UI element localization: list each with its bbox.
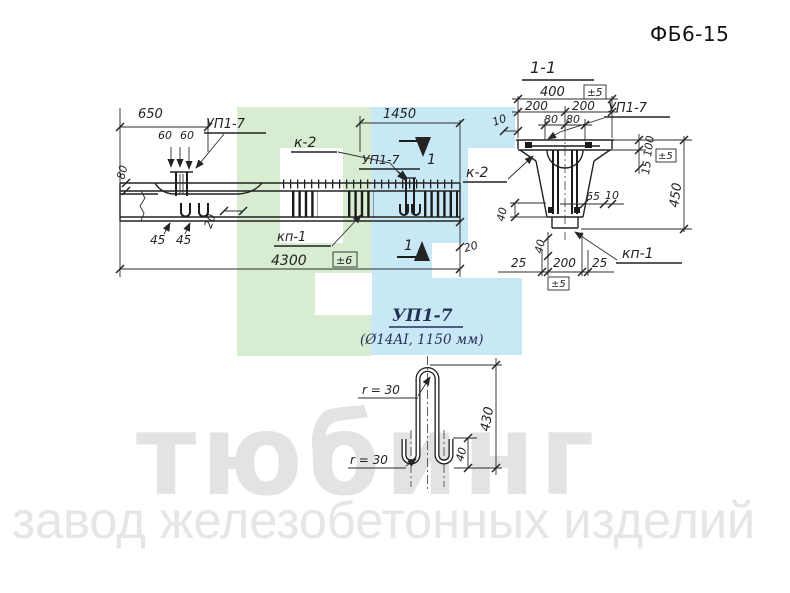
dim-65: 65 (586, 190, 600, 203)
section-cut-flag-top (399, 137, 431, 157)
label-k2-main: к-2 (294, 135, 317, 151)
dim-25-1: 25 (511, 256, 526, 270)
dim-100: 100 (641, 135, 657, 158)
section-mark-top-number: 1 (427, 152, 436, 168)
dim-400: 400 (540, 85, 565, 100)
watermark-brand-text: тюбинг (136, 389, 600, 522)
radius-label-bottom: r = 30 (350, 453, 388, 467)
beam-elevation-dimensions: 650 60 60 УП1-7 80 к-2 1450 (114, 107, 479, 274)
dim-200-3: 200 (553, 256, 576, 270)
dim-45-1: 45 (150, 233, 165, 247)
dim-200-2: 200 (572, 99, 595, 113)
dim-40-hook: 40 (453, 446, 469, 463)
logo-cyan-block-low (371, 243, 432, 355)
bar-detail-linework (401, 356, 454, 492)
rebar-dot-bottom-right (574, 207, 580, 213)
label-up17-section: УП1-7 (608, 101, 648, 116)
rebar-dot-top-right (585, 142, 592, 148)
rebar-dot-top-left (525, 142, 532, 148)
product-code: ФБ6-15 (650, 22, 730, 46)
dim-60-2: 60 (180, 129, 194, 142)
detail-subtitle-text: (Ø14AI, 1150 мм) (360, 332, 483, 348)
dim-650: 650 (138, 107, 163, 122)
dim-20-hooks: 20 (202, 212, 219, 230)
tolerance-4300: ±6 (336, 254, 352, 267)
dim-80-2: 80 (566, 113, 580, 126)
dim-20-end: 20 (462, 239, 479, 255)
beam-elevation-linework (119, 108, 461, 277)
dim-200-1: 200 (525, 99, 548, 113)
label-up17-mid: УП1-7 (362, 152, 399, 167)
dim-15: 15 (639, 160, 654, 176)
radius-label-top: r = 30 (362, 383, 400, 397)
rebar-dot-bottom-left (548, 207, 554, 213)
dim-10-left: 10 (491, 112, 509, 129)
logo-cyan-block-bottom (432, 278, 522, 355)
label-kp1-section: кп-1 (622, 246, 654, 262)
logo-cyan-block-top (371, 107, 515, 148)
dim-40-left: 40 (494, 206, 510, 222)
label-kp1-main: кп-1 (277, 230, 306, 245)
dim-450: 450 (667, 182, 685, 209)
dim-40-bottom: 40 (532, 238, 548, 254)
watermark-subtitle-text: завод железобетонных изделий (12, 492, 756, 550)
dim-80-1: 80 (544, 113, 558, 126)
section-cut-flag-bottom (397, 241, 430, 261)
section-view-dimensions: 1-1 400 ±5 200 200 (463, 58, 692, 291)
tolerance-15: ±5 (658, 151, 673, 162)
dim-80: 80 (114, 164, 130, 181)
dim-4300: 4300 (271, 253, 307, 269)
dim-60-1: 60 (158, 129, 172, 142)
bar-detail-dimensions: 430 40 r = 30 r = 30 (348, 358, 502, 475)
section-mark-bottom-number: 1 (404, 238, 413, 254)
detail-title-text: УП1-7 (392, 306, 453, 326)
dim-10-right: 10 (605, 189, 619, 202)
section-view-linework (516, 130, 614, 240)
label-k2-section: к-2 (466, 165, 489, 181)
dim-430: 430 (478, 406, 497, 433)
tolerance-400: ±5 (587, 87, 603, 99)
tolerance-200: ±5 (551, 279, 566, 290)
logo-white-cutout-2 (315, 273, 372, 315)
bar-detail-title: УП1-7 (Ø14AI, 1150 мм) (360, 306, 483, 348)
dim-25-2: 25 (592, 256, 607, 270)
section-title: 1-1 (530, 58, 556, 77)
dim-1450: 1450 (383, 107, 416, 122)
dim-45-2: 45 (176, 233, 191, 247)
label-up17-left: УП1-7 (206, 117, 246, 132)
